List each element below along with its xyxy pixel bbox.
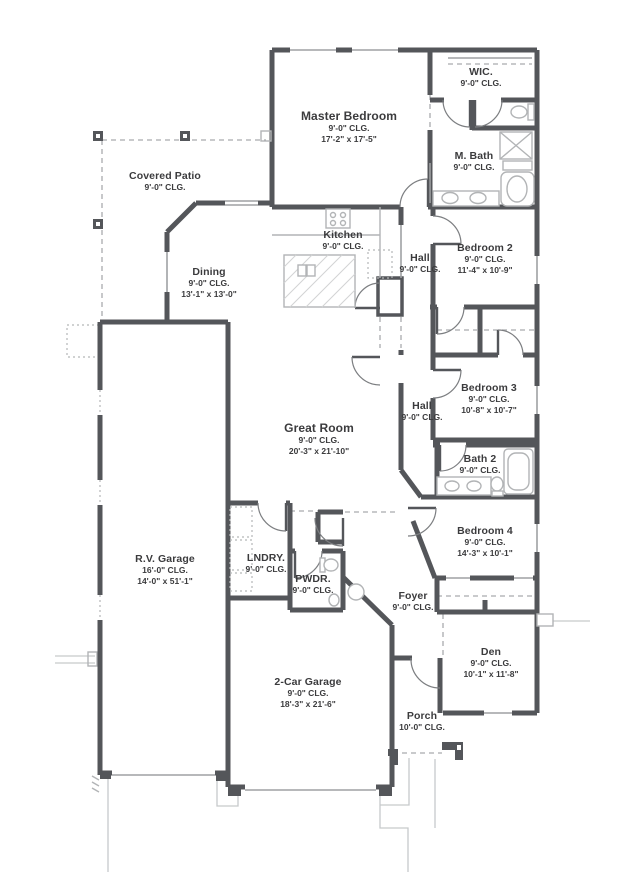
- tub-fixture-mbath: [500, 171, 535, 207]
- cooktop-fixture: [325, 208, 351, 229]
- driveway-lines: [55, 620, 590, 872]
- hall-great-room-door: [351, 355, 381, 386]
- bath2-door: [438, 444, 467, 472]
- vanity-double-sink-mbath: [432, 190, 500, 207]
- sink-fixture-powder: [328, 593, 340, 607]
- closet-door-right: [496, 329, 524, 356]
- water-heater-fixture: [347, 583, 365, 601]
- powder-door: [293, 550, 323, 579]
- shower-fixture: [499, 131, 533, 160]
- toilet-fixture-powder: [319, 557, 339, 573]
- room-label-wic: WIC.9'-0" CLG.: [460, 66, 502, 88]
- room-label-powder: PWDR.9'-0" CLG.: [292, 573, 334, 595]
- room-label-laundry: LNDRY.9'-0" CLG.: [245, 552, 287, 574]
- fixtures: [93, 103, 535, 607]
- kitchen-counter: [272, 207, 381, 278]
- linen-shelf: [502, 160, 533, 171]
- vanity-double-sink-bath2: [436, 476, 492, 496]
- wic-double-door: [442, 99, 503, 128]
- front-door: [410, 657, 442, 689]
- patio-post: [260, 130, 272, 142]
- bedroom4-door: [407, 506, 437, 537]
- fridge-fixture: [367, 249, 393, 279]
- bedroom2-door: [432, 215, 462, 246]
- washer-dryer-fixture: [229, 506, 253, 592]
- toilet-fixture-wc: [510, 103, 535, 121]
- kitchen-island-fixture: [283, 254, 356, 308]
- tub-fixture-bath2: [503, 448, 534, 495]
- patio-post: [93, 131, 103, 141]
- doors: [257, 99, 524, 689]
- coat-closet-door: [314, 517, 345, 547]
- closet-door-left: [435, 306, 465, 335]
- walls: [97, 47, 554, 796]
- patio-post: [180, 131, 190, 141]
- windows: [99, 46, 541, 791]
- master-bedroom-door: [399, 178, 430, 208]
- laundry-door: [257, 502, 288, 532]
- toilet-fixture-bath2: [490, 476, 504, 497]
- patio-post: [93, 219, 103, 229]
- bedroom3-door: [432, 368, 462, 399]
